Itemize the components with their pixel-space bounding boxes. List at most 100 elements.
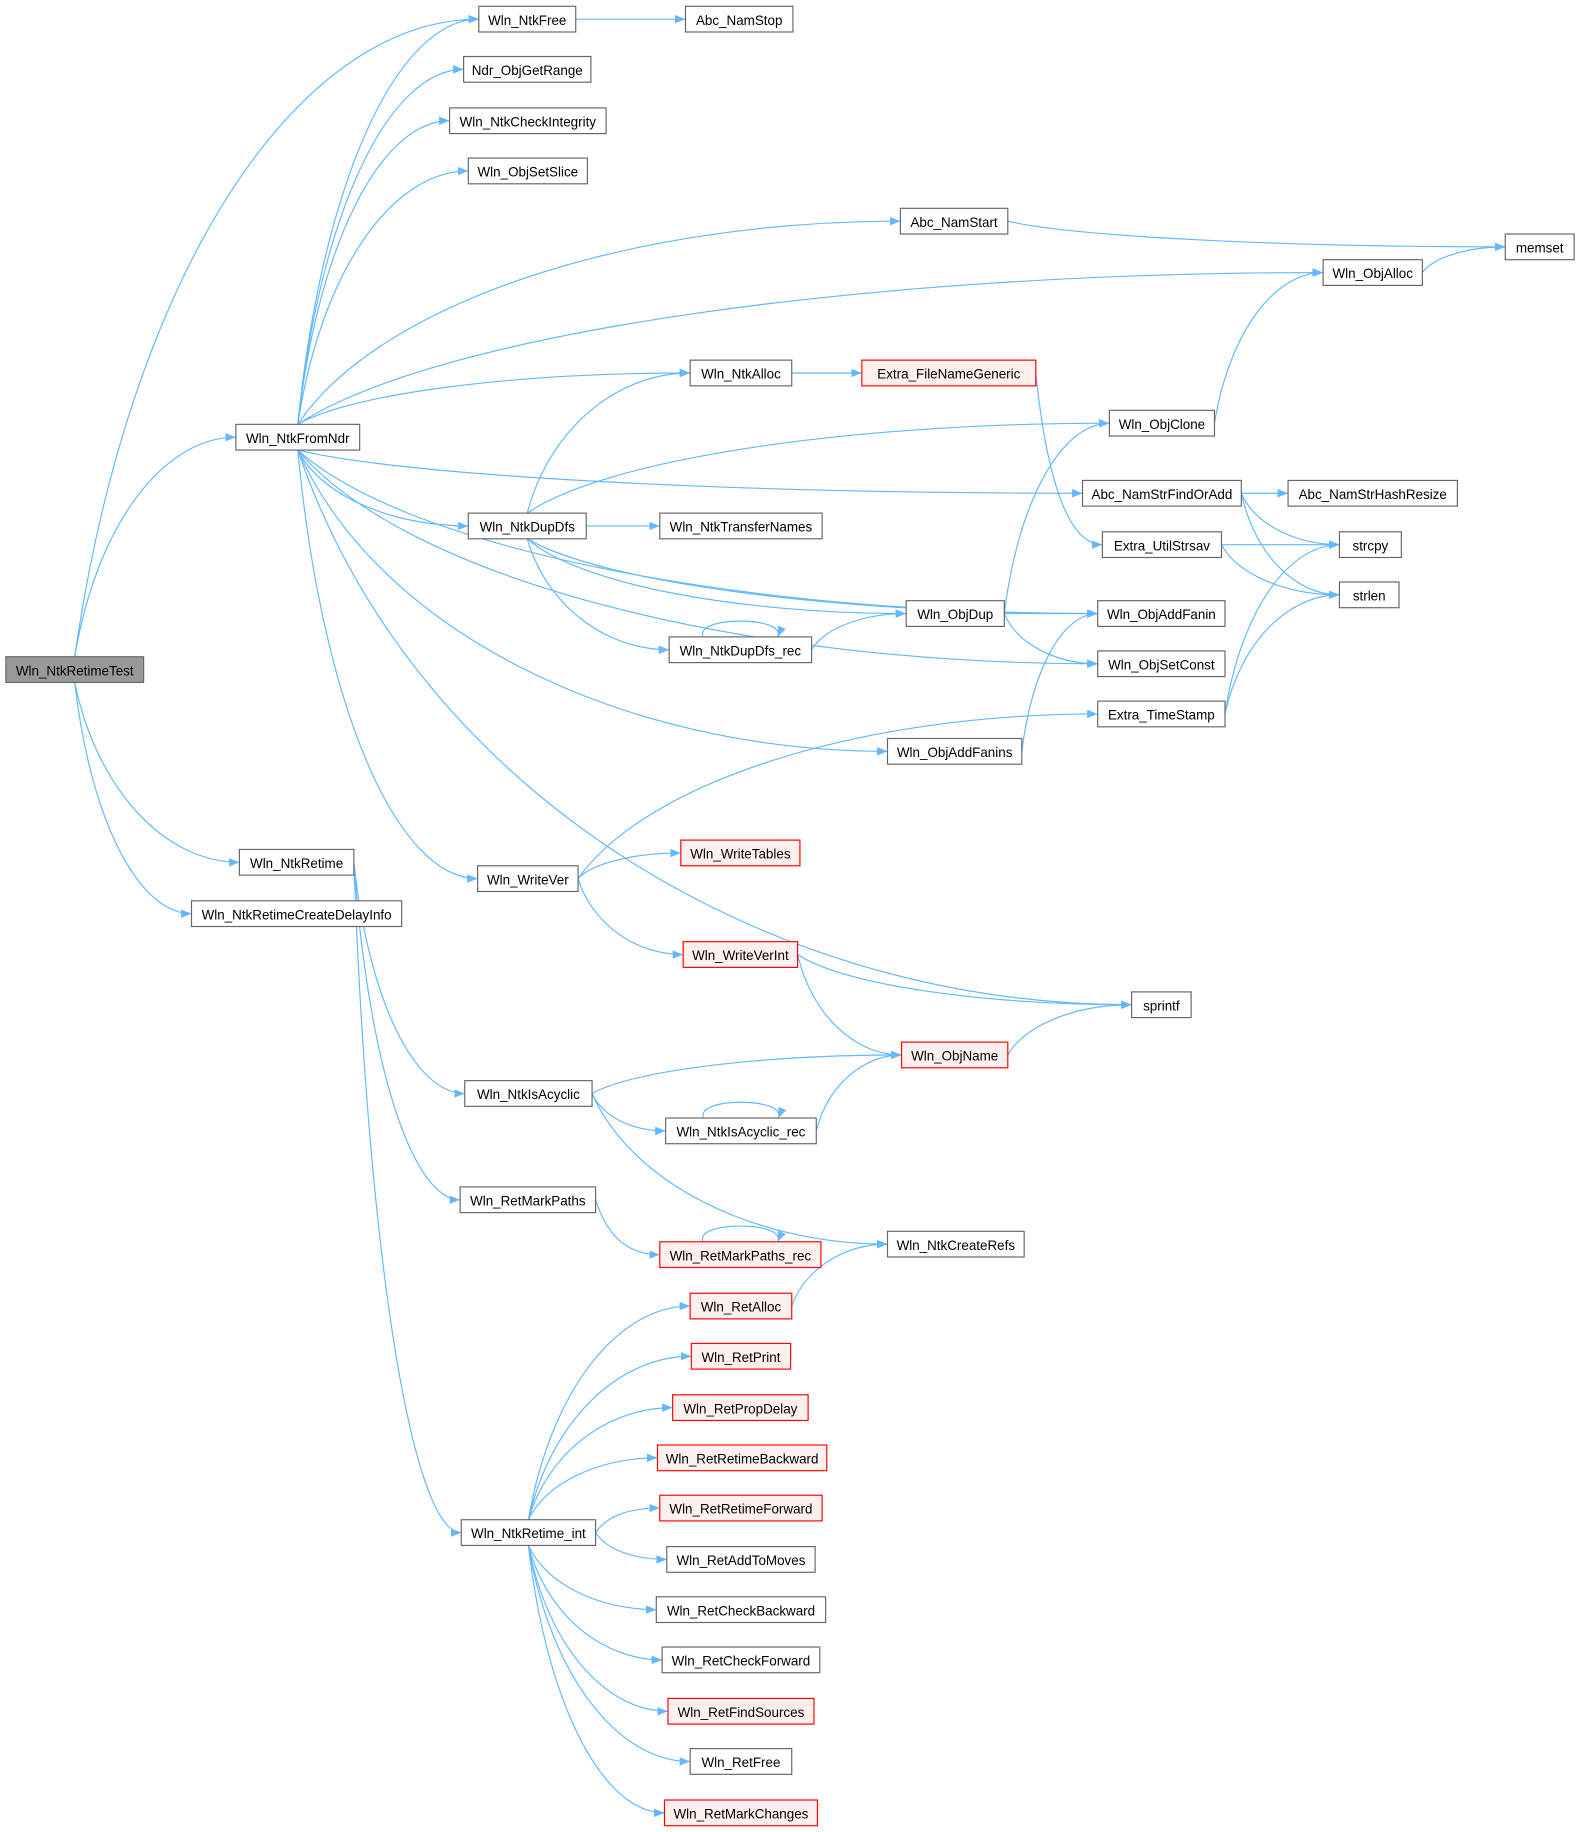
node-abc-namstart[interactable]: Abc_NamStart — [899, 207, 1009, 235]
node-strlen[interactable]: strlen — [1338, 581, 1400, 609]
node-wln-retmarkpaths[interactable]: Wln_RetMarkPaths — [459, 1186, 597, 1214]
node-wln-retaddtomoves[interactable]: Wln_RetAddToMoves — [666, 1546, 816, 1573]
node-label: Wln_RetAlloc — [701, 1300, 782, 1315]
node-box — [467, 157, 588, 185]
node-wln-objalloc[interactable]: Wln_ObjAlloc — [1322, 259, 1423, 286]
node-abc-namstrhashresize[interactable]: Abc_NamStrHashResize — [1287, 479, 1458, 507]
edge-wln-ntkretime-int-to-wln-retretimebackward — [527, 1453, 658, 1520]
node-sprintf[interactable]: sprintf — [1130, 991, 1192, 1019]
node-label: Wln_RetPropDelay — [683, 1401, 797, 1416]
node-wln-ntkfromndr[interactable]: Wln_NtkFromNdr — [235, 423, 361, 451]
node-label: Abc_NamStop — [696, 13, 782, 28]
node-extra-timestamp[interactable]: Extra_TimeStamp — [1097, 700, 1226, 728]
node-wln-writetables[interactable]: Wln_WriteTables — [680, 839, 801, 867]
node-wln-ntkretimecreatedelayinfo[interactable]: Wln_NtkRetimeCreateDelayInfo — [190, 900, 403, 928]
node-wln-objclone[interactable]: Wln_ObjClone — [1108, 409, 1216, 437]
node-label: Wln_NtkFromNdr — [246, 431, 350, 446]
node-wln-retpropdelay[interactable]: Wln_RetPropDelay — [672, 1394, 809, 1422]
edge-wln-ntkfromndr-to-ndr-objgetrange — [297, 65, 464, 425]
node-label: strcpy — [1353, 538, 1389, 553]
node-abc-namstop[interactable]: Abc_NamStop — [684, 5, 794, 33]
node-strcpy[interactable]: strcpy — [1338, 531, 1402, 559]
edge-wln-ntkretime-int-to-wln-retalloc — [527, 1301, 691, 1520]
node-wln-ntkalloc[interactable]: Wln_NtkAlloc — [689, 359, 793, 387]
node-wln-ntkcreaterefs[interactable]: Wln_NtkCreateRefs — [886, 1230, 1025, 1258]
edge-wln-ntkdupdfs-rec-to-wln-ntkdupdfs-rec — [702, 620, 786, 638]
node-box — [478, 5, 577, 33]
node-wln-writever[interactable]: Wln_WriteVer — [477, 865, 579, 893]
node-label: sprintf — [1143, 998, 1180, 1013]
node-extra-utilstrsav[interactable]: Extra_UtilStrsav — [1101, 531, 1223, 559]
node-label: Wln_ObjClone — [1119, 417, 1205, 432]
node-box — [659, 512, 823, 540]
node-wln-ntkdupdfs-rec[interactable]: Wln_NtkDupDfs_rec — [668, 636, 813, 664]
node-label: Wln_RetCheckForward — [672, 1654, 811, 1669]
node-wln-objsetslice[interactable]: Wln_ObjSetSlice — [467, 157, 588, 185]
edge-extra-timestamp-to-strlen — [1224, 590, 1340, 715]
node-wln-retprint[interactable]: Wln_RetPrint — [690, 1342, 792, 1370]
edge-wln-objdup-to-wln-objsetconst — [1003, 613, 1098, 668]
node-box — [1322, 259, 1423, 286]
node-memset[interactable]: memset — [1504, 233, 1575, 261]
node-box — [464, 1080, 593, 1107]
node-box — [666, 1546, 816, 1573]
edge-wln-objdup-to-wln-objclone — [1003, 419, 1110, 614]
node-label: Wln_RetCheckBackward — [667, 1603, 815, 1618]
node-box — [238, 848, 355, 876]
node-ndr-objgetrange[interactable]: Ndr_ObjGetRange — [463, 55, 592, 83]
node-label: Wln_RetFindSources — [678, 1705, 805, 1720]
node-box — [1101, 531, 1223, 559]
node-extra-filenamegeneric[interactable]: Extra_FileNameGeneric — [861, 359, 1037, 387]
edge-wln-ntkisacyclic-to-wln-ntkisacyclic-rec — [591, 1093, 666, 1136]
node-label: Wln_ObjAddFanins — [897, 745, 1013, 760]
node-wln-ntkfree[interactable]: Wln_NtkFree — [478, 5, 577, 33]
node-abc-namstrfindoradd[interactable]: Abc_NamStrFindOrAdd — [1081, 479, 1242, 507]
node-wln-ntkretime[interactable]: Wln_NtkRetime — [238, 848, 355, 876]
node-wln-objdup[interactable]: Wln_ObjDup — [905, 600, 1005, 627]
edge-wln-ntkretime-int-to-wln-retretimeforward — [595, 1503, 660, 1533]
node-wln-retmarkpaths-rec[interactable]: Wln_RetMarkPaths_rec — [659, 1241, 822, 1269]
edge-wln-ntkfromndr-to-wln-objalloc — [297, 268, 1324, 425]
node-wln-ntktransfernames[interactable]: Wln_NtkTransferNames — [659, 512, 823, 540]
node-wln-retcheckforward[interactable]: Wln_RetCheckForward — [661, 1646, 821, 1674]
node-wln-objsetconst[interactable]: Wln_ObjSetConst — [1097, 650, 1226, 678]
node-label: Wln_RetPrint — [701, 1350, 780, 1365]
node-wln-retfindsources[interactable]: Wln_RetFindSources — [667, 1697, 815, 1725]
node-wln-retretimeforward[interactable]: Wln_RetRetimeForward — [659, 1494, 823, 1522]
node-wln-retretimebackward[interactable]: Wln_RetRetimeBackward — [656, 1444, 828, 1472]
node-label: Wln_NtkRetimeTest — [16, 663, 134, 678]
node-box — [5, 656, 145, 684]
node-wln-objaddfanin[interactable]: Wln_ObjAddFanin — [1097, 600, 1226, 627]
edge-wln-ntkretime-int-to-wln-retfindsources — [527, 1545, 668, 1716]
node-wln-objaddfanins[interactable]: Wln_ObjAddFanins — [886, 737, 1023, 765]
node-box — [1108, 409, 1216, 437]
node-wln-writeverint[interactable]: Wln_WriteVerInt — [682, 941, 799, 968]
node-box — [899, 207, 1009, 235]
node-wln-retmarkchanges[interactable]: Wln_RetMarkChanges — [663, 1799, 819, 1827]
node-wln-retfree[interactable]: Wln_RetFree — [689, 1748, 793, 1775]
node-label: Abc_NamStrFindOrAdd — [1092, 487, 1233, 502]
node-wln-ntkcheckintegrity[interactable]: Wln_NtkCheckIntegrity — [449, 107, 607, 135]
node-box — [477, 865, 579, 893]
edge-wln-ntkretime-int-to-wln-retmarkchanges — [527, 1545, 665, 1818]
node-box — [667, 1697, 815, 1725]
node-wln-retcheckbackward[interactable]: Wln_RetCheckBackward — [655, 1596, 827, 1624]
edge-wln-ntkretime-int-to-wln-retcheckforward — [527, 1545, 663, 1665]
node-wln-ntkretimetest[interactable]: Wln_NtkRetimeTest — [5, 656, 145, 684]
node-box — [659, 1241, 822, 1269]
node-box — [463, 55, 592, 83]
node-wln-objname[interactable]: Wln_ObjName — [900, 1041, 1009, 1069]
node-wln-ntkretime-int[interactable]: Wln_NtkRetime_int — [460, 1519, 597, 1547]
node-box — [659, 1494, 823, 1522]
node-wln-ntkisacyclic[interactable]: Wln_NtkIsAcyclic — [464, 1080, 593, 1107]
node-label: Wln_NtkIsAcyclic_rec — [677, 1125, 806, 1140]
node-wln-ntkdupdfs[interactable]: Wln_NtkDupDfs — [467, 512, 587, 540]
node-wln-retalloc[interactable]: Wln_RetAlloc — [689, 1292, 793, 1320]
node-box — [459, 1186, 597, 1214]
node-label: Wln_NtkRetime — [250, 856, 343, 871]
edge-wln-ntkretime-to-wln-ntkretime-int — [353, 862, 462, 1537]
node-wln-ntkisacyclic-rec[interactable]: Wln_NtkIsAcyclic_rec — [665, 1117, 817, 1145]
node-label: Wln_NtkIsAcyclic — [477, 1087, 580, 1102]
node-box — [661, 1646, 821, 1674]
node-box — [672, 1394, 809, 1422]
